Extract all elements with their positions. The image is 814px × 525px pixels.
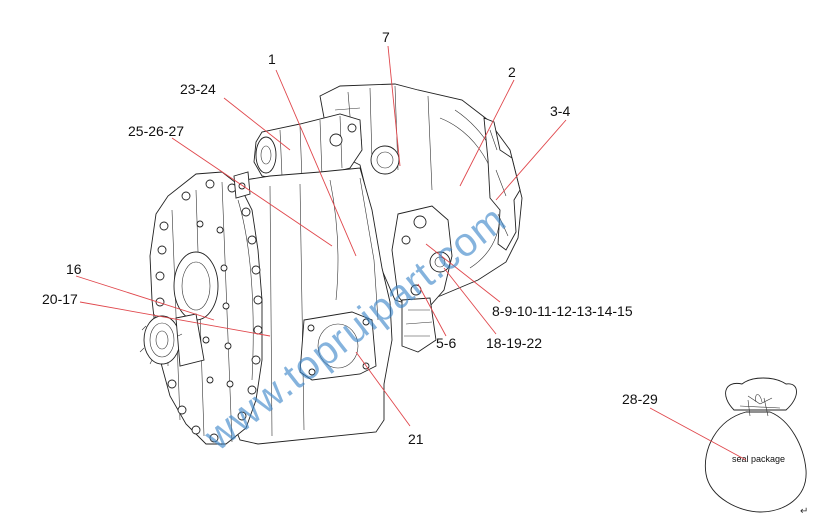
leader-7 bbox=[387, 45, 401, 167]
output-flange bbox=[139, 313, 205, 367]
label-2: 2 bbox=[508, 64, 516, 80]
label-28-29: 28-29 bbox=[622, 391, 658, 407]
corner-return-mark: ↵ bbox=[800, 506, 808, 517]
label-3-4: 3-4 bbox=[550, 103, 570, 119]
leader-21 bbox=[355, 351, 411, 427]
rear-bore bbox=[370, 145, 400, 175]
housing-bolts bbox=[155, 179, 263, 443]
flange-plate-21 bbox=[299, 311, 377, 381]
top-pipe-assembly bbox=[253, 113, 363, 183]
leader-23-24 bbox=[223, 97, 291, 151]
label-20-17: 20-17 bbox=[42, 291, 78, 307]
seal-package-text: seal package bbox=[732, 454, 785, 464]
part-labels: 1 7 2 3-4 23-24 25-26-27 16 20-17 8-9-10… bbox=[42, 29, 658, 447]
label-16: 16 bbox=[66, 261, 82, 277]
leader-2 bbox=[459, 79, 515, 187]
leader-25-26-27 bbox=[171, 137, 333, 247]
label-23-24: 23-24 bbox=[180, 81, 216, 97]
leader-1 bbox=[275, 69, 357, 257]
leader-16 bbox=[75, 275, 215, 321]
control-valve-block bbox=[391, 205, 453, 313]
leader-8-15 bbox=[425, 243, 501, 303]
label-7: 7 bbox=[382, 29, 390, 45]
label-18-19-22: 18-19-22 bbox=[486, 335, 542, 351]
leader-lines bbox=[75, 45, 747, 461]
label-1: 1 bbox=[268, 51, 276, 67]
label-21: 21 bbox=[408, 431, 424, 447]
transmission-assembly bbox=[139, 83, 523, 445]
label-5-6: 5-6 bbox=[436, 335, 456, 351]
label-25-26-27: 25-26-27 bbox=[128, 123, 184, 139]
leader-5-6 bbox=[417, 283, 447, 337]
leader-3-4 bbox=[495, 119, 567, 201]
fitting-18 bbox=[429, 251, 451, 273]
leader-18-19-22 bbox=[443, 267, 497, 335]
label-8-15: 8-9-10-11-12-13-14-15 bbox=[492, 303, 633, 319]
rear-cover-gasket bbox=[483, 117, 521, 251]
seal-package-bag: seal package bbox=[704, 377, 807, 513]
leader-20-17 bbox=[79, 301, 271, 337]
seal-bag-outline bbox=[704, 411, 807, 513]
leader-28-29 bbox=[649, 407, 747, 461]
